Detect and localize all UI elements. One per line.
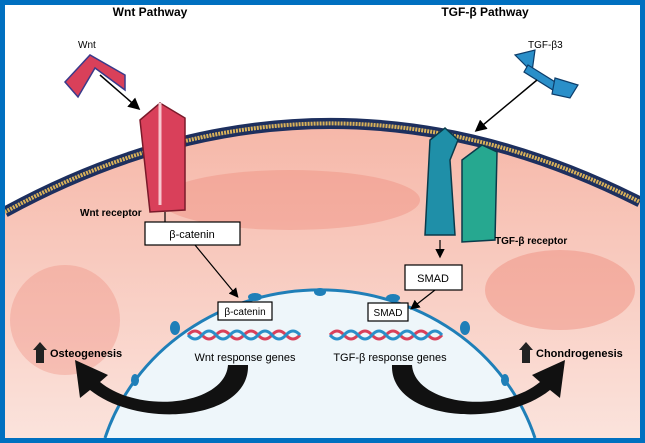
osteogenesis-curved-arrow xyxy=(75,360,249,415)
beta-catenin-nuclear-arrow xyxy=(194,244,239,298)
wnt-receptor-icon xyxy=(139,102,186,213)
tgf-pathway-title: TGF-β Pathway xyxy=(441,5,529,19)
tgf-receptor-icon xyxy=(461,144,498,243)
tgf-response-genes-label: TGF-β response genes xyxy=(333,352,447,364)
tgf-binding-arrow xyxy=(474,79,538,132)
tgf-dna-helix-icon xyxy=(328,329,444,341)
chondrogenesis-curved-arrow xyxy=(391,360,565,415)
tgf-ligand-icon xyxy=(513,49,579,99)
pathway-diagram: Wnt Pathway TGF-β Pathway Wnt Wnt recept… xyxy=(5,5,640,438)
membrane-core xyxy=(5,121,640,214)
wnt-binding-arrow xyxy=(99,74,141,110)
beta-catenin-box xyxy=(144,221,241,246)
osteogenesis-up-arrow-icon xyxy=(33,342,47,363)
smad-nuclear-arrow xyxy=(410,289,436,310)
smad-label: SMAD xyxy=(417,273,449,285)
cytoplasm-shading xyxy=(485,250,635,330)
tgf-ligand-label: TGF-β3 xyxy=(528,40,563,51)
wnt-ligand-icon xyxy=(63,54,126,99)
wnt-receptor-label: Wnt receptor xyxy=(80,208,142,219)
wnt-ligand-label: Wnt xyxy=(78,40,96,51)
tgf-receptor-label: TGF-β receptor xyxy=(495,236,567,247)
beta-catenin-label: β-catenin xyxy=(169,229,214,241)
nuclear-smad-box xyxy=(367,302,409,322)
tgf-receptor-icon xyxy=(424,127,459,236)
nuclear-smad-label: SMAD xyxy=(374,308,403,319)
wnt-response-genes-label: Wnt response genes xyxy=(195,352,296,364)
nuclear-pores xyxy=(131,288,509,386)
chondrogenesis-label: Chondrogenesis xyxy=(536,348,623,360)
osteogenesis-label: Osteogenesis xyxy=(50,348,122,360)
smad-box xyxy=(404,264,463,291)
nuclear-beta-catenin-label: β-catenin xyxy=(224,307,265,318)
wnt-pathway-title: Wnt Pathway xyxy=(113,5,188,19)
cytoplasm-shading xyxy=(160,170,420,230)
wnt-dna-helix-icon xyxy=(186,329,302,341)
chondrogenesis-up-arrow-icon xyxy=(519,342,533,363)
diagram-frame: Wnt Pathway TGF-β Pathway Wnt Wnt recept… xyxy=(5,5,640,438)
nuclear-beta-catenin-box xyxy=(217,301,273,321)
